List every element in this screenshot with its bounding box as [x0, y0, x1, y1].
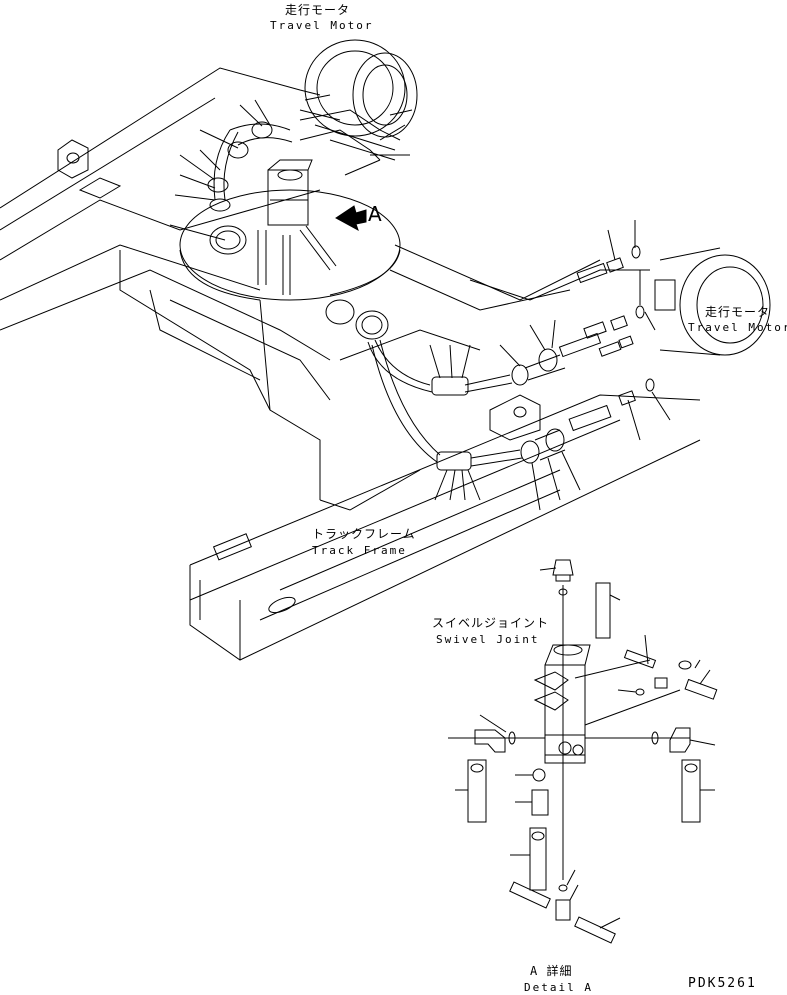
label-travel-motor-top-jp: 走行モータ	[285, 3, 351, 17]
label-swivel-joint-jp: スイベルジョイント	[432, 616, 550, 630]
label-track-frame-en: Track Frame	[312, 544, 407, 557]
upper-frame	[0, 68, 650, 510]
label-travel-motor-right-jp: 走行モータ	[705, 305, 771, 319]
label-track-frame-jp: トラックフレーム	[312, 527, 416, 541]
label-view-a: A	[368, 202, 382, 226]
track-hoses	[326, 300, 565, 470]
travel-motor-right	[655, 248, 770, 355]
motor-fittings	[559, 220, 670, 440]
swivel-turntable	[180, 190, 400, 300]
swivel-joint-upper	[258, 160, 336, 295]
label-detail-a-jp: A 詳細	[530, 964, 573, 978]
label-swivel-joint-en: Swivel Joint	[436, 633, 540, 646]
label-travel-motor-right-en: Travel Motor	[688, 321, 787, 334]
drawing-code: PDK5261	[688, 976, 757, 991]
label-travel-motor-top-en: Travel Motor	[270, 19, 374, 32]
view-arrow	[336, 206, 366, 230]
travel-motor-upper	[300, 40, 417, 160]
upper-hoses	[208, 122, 292, 254]
leader-lines-upper	[170, 100, 412, 240]
label-detail-a-en: Detail A	[524, 981, 593, 994]
detail-a-swivel-joint	[448, 560, 717, 948]
leader-lines-hoses	[430, 320, 580, 510]
track-frame	[190, 395, 700, 660]
frame-bracket	[58, 140, 120, 198]
